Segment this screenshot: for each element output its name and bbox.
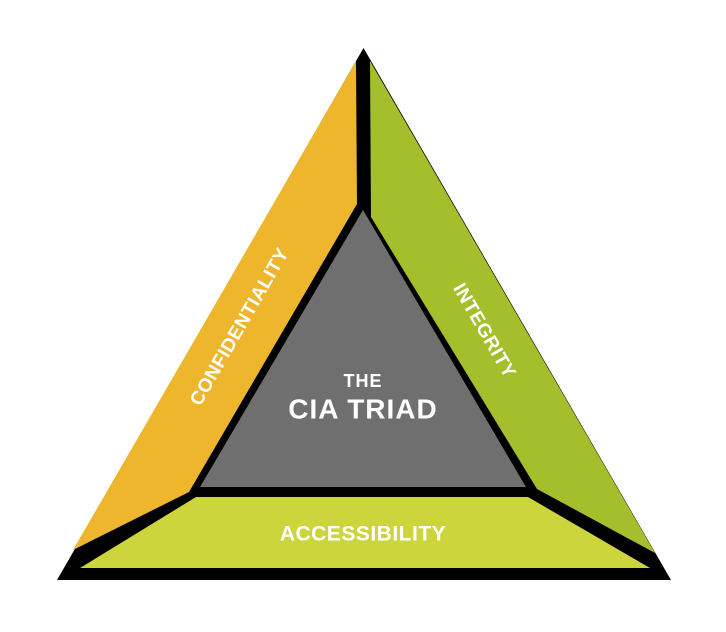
accessibility-label: ACCESSIBILITY bbox=[280, 523, 446, 546]
center-triangle bbox=[200, 210, 526, 487]
center-title-line1: THE bbox=[344, 371, 383, 391]
center-title-line2: CIA TRIAD bbox=[288, 394, 438, 425]
confidentiality-band bbox=[73, 61, 357, 550]
accessibility-band bbox=[80, 497, 650, 568]
integrity-band bbox=[370, 61, 655, 553]
